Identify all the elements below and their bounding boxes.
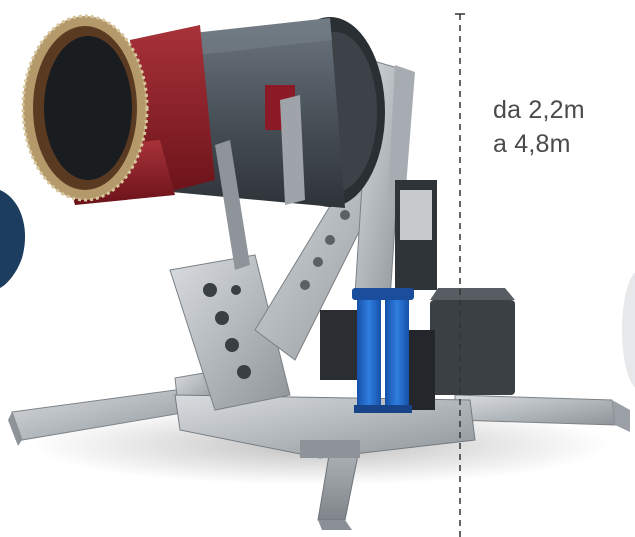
background-blur: [622, 272, 635, 388]
height-indicator: [455, 13, 465, 537]
height-range-label: da 2,2m a 4,8m: [493, 93, 585, 161]
height-max: a 4,8m: [493, 130, 571, 158]
badge-circle-fragment: [0, 190, 26, 288]
cannon-barrel: [21, 14, 385, 270]
height-min: da 2,2m: [493, 96, 585, 124]
pump-unit: [320, 180, 515, 410]
water-filters: [352, 288, 414, 413]
